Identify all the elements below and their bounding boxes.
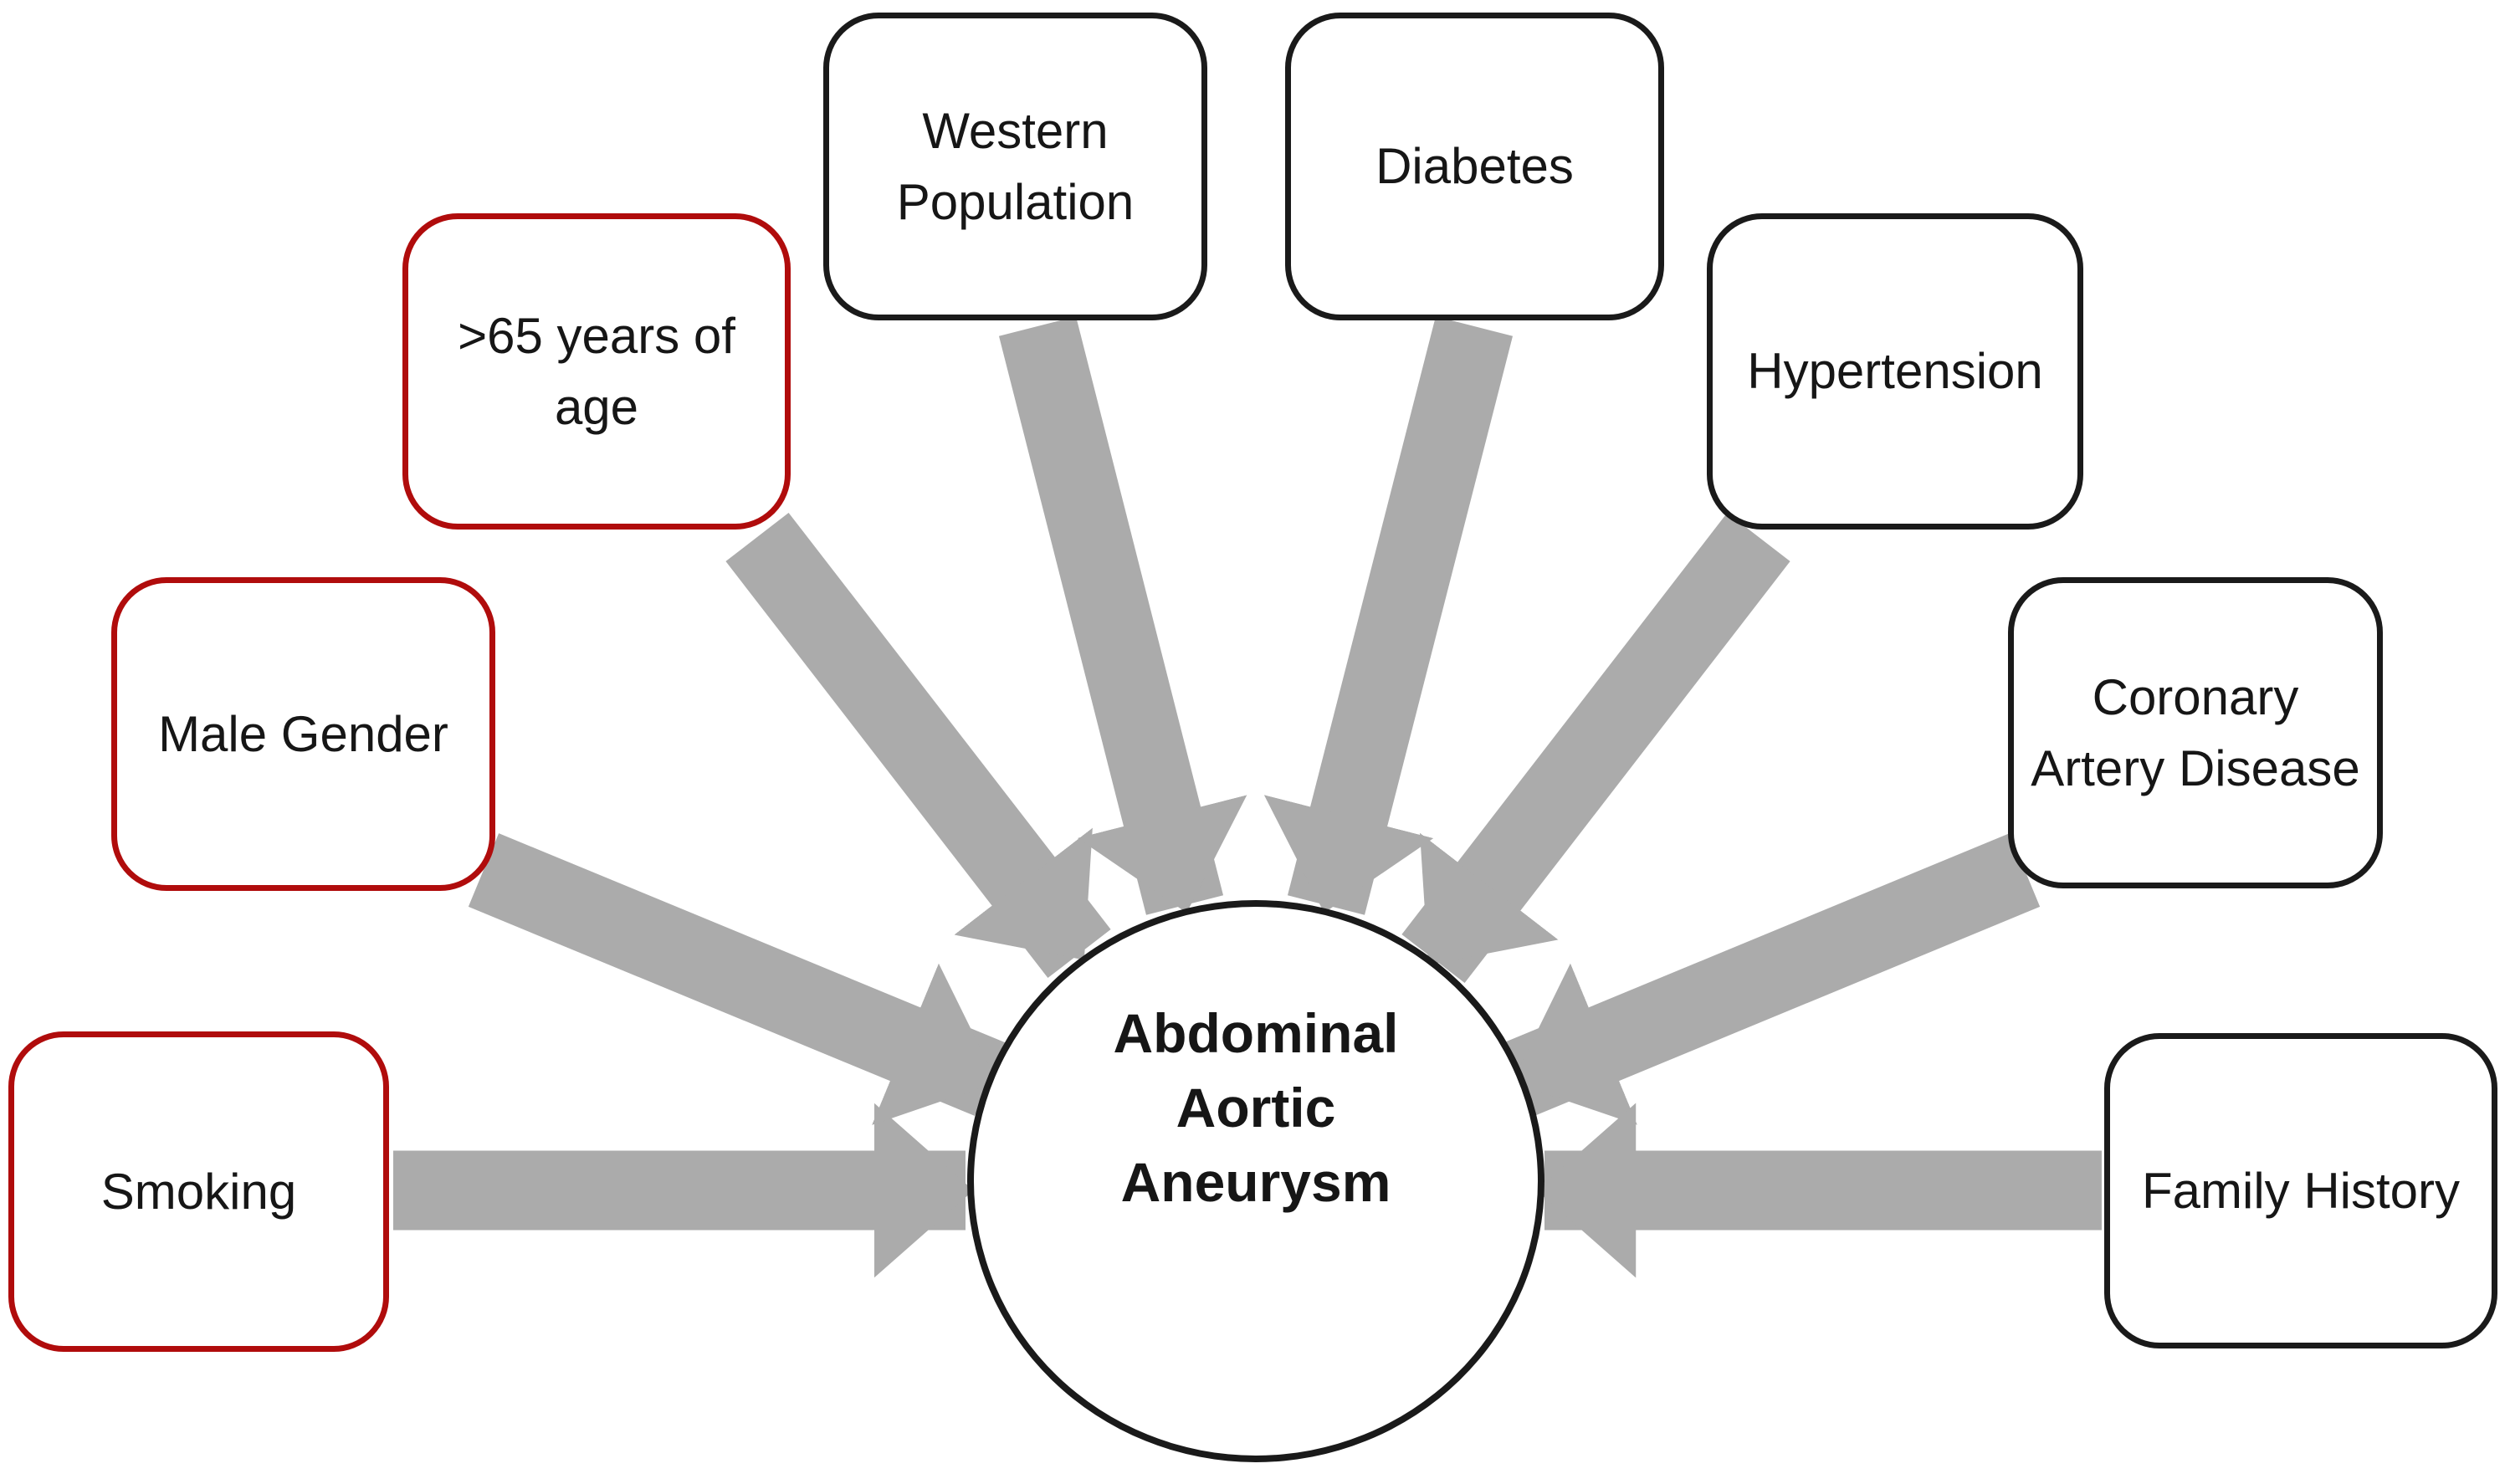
node-hypertension-label: Hypertension xyxy=(1747,343,2043,400)
node-age-over-65-label: >65 years of age xyxy=(458,307,735,435)
node-family-history: Family History xyxy=(2104,1033,2497,1348)
node-family-history-label: Family History xyxy=(2141,1162,2460,1219)
node-hypertension: Hypertension xyxy=(1707,213,2083,530)
node-diabetes: Diabetes xyxy=(1285,13,1664,320)
node-coronary-artery-disease-label: Coronary Artery Disease xyxy=(2031,668,2360,796)
arrow-age-over-65-to-center xyxy=(725,512,1111,979)
node-abdominal-aortic-aneurysm-label: Abdominal Aortic Aneurysm xyxy=(1113,1001,1399,1214)
arrow-male-gender-to-center xyxy=(468,833,1006,1125)
node-western-population-label: Western Population xyxy=(896,102,1135,230)
node-coronary-artery-disease: Coronary Artery Disease xyxy=(2008,577,2383,888)
node-male-gender: Male Gender xyxy=(111,577,495,891)
node-western-population: Western Population xyxy=(823,13,1207,320)
node-smoking: Smoking xyxy=(8,1031,389,1352)
arrow-western-population-to-center xyxy=(998,316,1247,915)
node-age-over-65: >65 years of age xyxy=(402,213,791,530)
node-male-gender-label: Male Gender xyxy=(158,705,448,762)
arrow-coronary-artery-disease-to-center xyxy=(1503,833,2041,1125)
arrow-diabetes-to-center xyxy=(1263,316,1514,915)
arrow-hypertension-to-center xyxy=(1401,512,1790,984)
node-smoking-label: Smoking xyxy=(100,1163,297,1220)
node-diabetes-label: Diabetes xyxy=(1375,138,1574,195)
node-abdominal-aortic-aneurysm: Abdominal Aortic Aneurysm xyxy=(967,900,1544,1462)
